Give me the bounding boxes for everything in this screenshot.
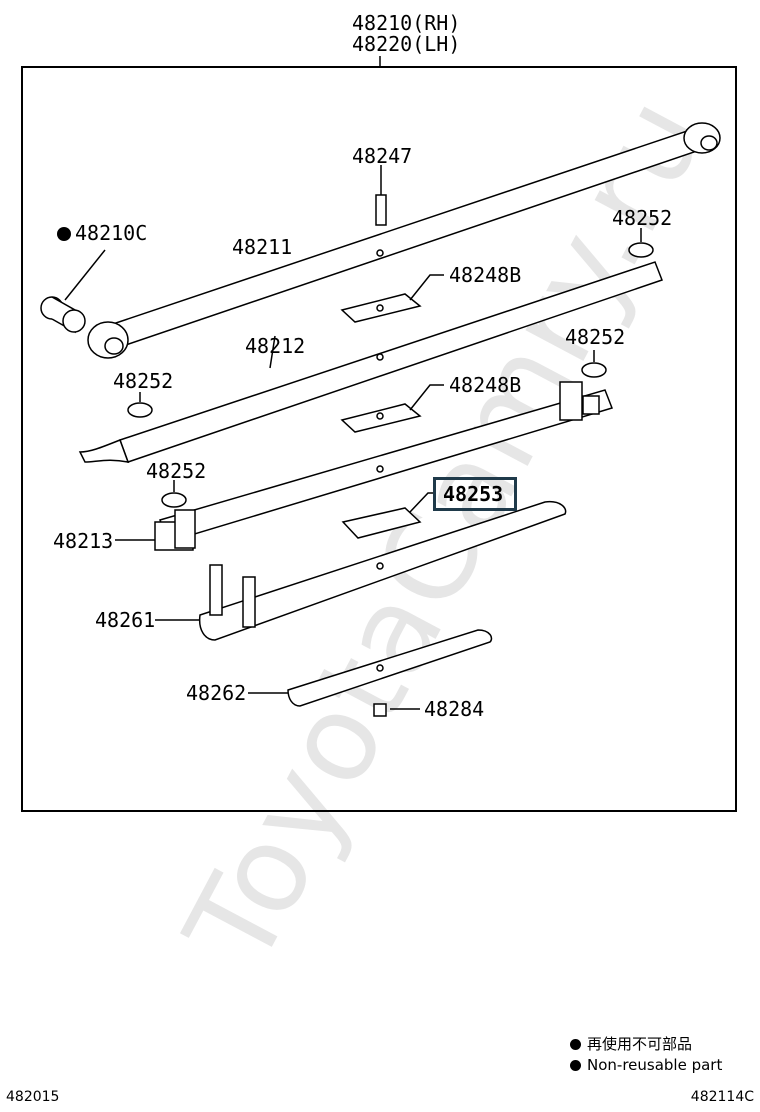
leaf-48211-eye-right-hole — [700, 135, 718, 151]
leaf-48212 — [119, 261, 663, 463]
label-48262: 48262 — [186, 681, 247, 705]
label-48252-c: 48252 — [565, 325, 626, 349]
assembly-label-rh: 48210(RH) — [352, 11, 461, 35]
leaf-48211-hole — [376, 249, 384, 257]
legend-jp: 再使用不可部品 — [570, 1034, 692, 1054]
label-48211: 48211 — [232, 235, 293, 259]
label-48252-a: 48252 — [612, 206, 673, 230]
label-48284: 48284 — [424, 697, 485, 721]
label-48213: 48213 — [53, 529, 114, 553]
leaf-48261 — [198, 500, 567, 641]
label-48261: 48261 — [95, 608, 156, 632]
label-48212: 48212 — [245, 334, 306, 358]
silencer-48252-b — [127, 402, 153, 418]
label-48248b-upper: 48248B — [449, 263, 522, 287]
nut-48284 — [373, 703, 387, 717]
diagram-frame — [21, 66, 737, 812]
silencer-48252-a — [628, 242, 654, 258]
label-48248b-lower: 48248B — [449, 373, 522, 397]
silencer-48252-d — [161, 492, 187, 508]
leaf-48211-eye-left-hole — [104, 337, 124, 355]
footer-right-code: 482114C — [690, 1089, 754, 1105]
plate-48253 — [341, 507, 422, 539]
label-48210c: 48210C — [57, 222, 147, 244]
legend-en: Non-reusable part — [570, 1055, 722, 1075]
highlight-box — [433, 477, 517, 511]
label-48252-d: 48252 — [146, 459, 207, 483]
silencer-48252-c — [581, 362, 607, 378]
leaf-48211-eye-right — [683, 122, 721, 154]
non-reusable-icon — [57, 227, 71, 241]
legend-dot-icon — [570, 1039, 581, 1050]
leaf-48262 — [287, 629, 493, 707]
label-48252-b: 48252 — [113, 369, 174, 393]
legend-dot-icon — [570, 1060, 581, 1071]
insert-48248b-lower — [340, 403, 422, 433]
assembly-label-lh: 48220(LH) — [352, 32, 461, 56]
footer-left-code: 482015 — [6, 1089, 60, 1105]
label-48253: 48253 — [443, 482, 504, 506]
insert-48248b-upper — [340, 293, 422, 323]
bolt-48247 — [375, 194, 387, 226]
label-48247: 48247 — [352, 144, 413, 168]
